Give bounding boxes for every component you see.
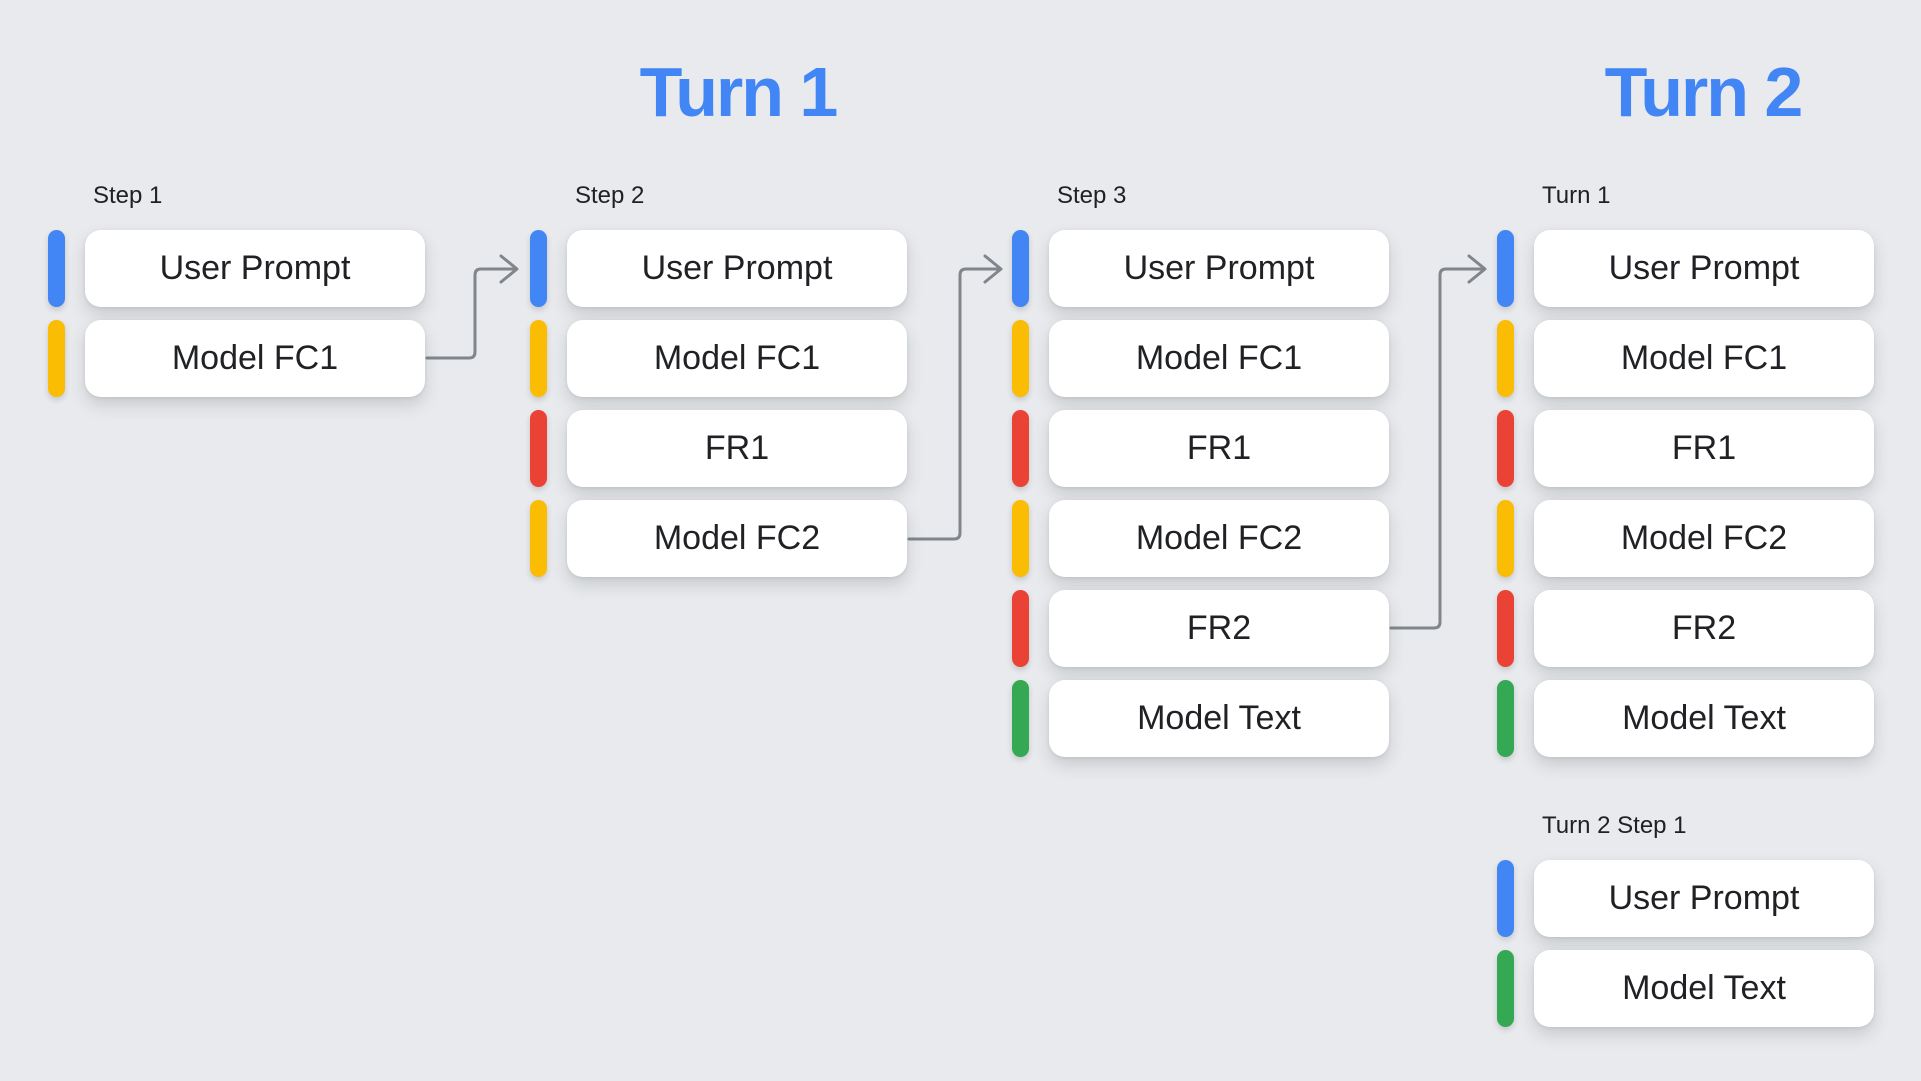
row-fr2: FR2: [1497, 590, 1874, 667]
model-text-color-bar: [1012, 680, 1029, 757]
card-fr2: FR2: [1534, 590, 1874, 667]
user-prompt-color-bar: [48, 230, 65, 307]
row-user-prompt: User Prompt: [48, 230, 425, 307]
column-label: Turn 1: [1542, 182, 1611, 209]
arrow-step1-to-step2: [425, 254, 519, 360]
card-fr2: FR2: [1049, 590, 1389, 667]
column-label: Step 2: [575, 182, 645, 209]
column-step-2: Step 2 User Prompt Model FC1 FR1 Model F…: [530, 182, 907, 590]
card-model-text: Model Text: [1049, 680, 1389, 757]
row-model-text: Model Text: [1497, 950, 1874, 1027]
row-model-fc1: Model FC1: [1497, 320, 1874, 397]
user-prompt-color-bar: [1012, 230, 1029, 307]
column-step-3: Step 3 User Prompt Model FC1 FR1 Model F…: [1012, 182, 1389, 770]
card-model-fc2: Model FC2: [1534, 500, 1874, 577]
row-fr1: FR1: [1497, 410, 1874, 487]
model-text-color-bar: [1497, 680, 1514, 757]
card-fr1: FR1: [1049, 410, 1389, 487]
fr1-color-bar: [1497, 410, 1514, 487]
card-user-prompt: User Prompt: [1534, 230, 1874, 307]
row-model-fc2: Model FC2: [1012, 500, 1389, 577]
model-fc1-color-bar: [48, 320, 65, 397]
row-model-text: Model Text: [1012, 680, 1389, 757]
row-user-prompt: User Prompt: [1012, 230, 1389, 307]
row-model-fc2: Model FC2: [1497, 500, 1874, 577]
turn-2-title: Turn 2: [1604, 53, 1804, 131]
card-model-fc1: Model FC1: [1049, 320, 1389, 397]
card-fr1: FR1: [567, 410, 907, 487]
model-fc1-color-bar: [1012, 320, 1029, 397]
arrow-step3-to-turn1: [1389, 254, 1487, 630]
card-user-prompt: User Prompt: [85, 230, 425, 307]
column-step-1: Step 1 User Prompt Model FC1: [48, 182, 425, 410]
model-fc2-color-bar: [1497, 500, 1514, 577]
card-fr1: FR1: [1534, 410, 1874, 487]
card-model-fc1: Model FC1: [85, 320, 425, 397]
fr2-color-bar: [1012, 590, 1029, 667]
user-prompt-color-bar: [530, 230, 547, 307]
row-model-text: Model Text: [1497, 680, 1874, 757]
card-model-fc2: Model FC2: [567, 500, 907, 577]
card-user-prompt: User Prompt: [1534, 860, 1874, 937]
card-model-fc1: Model FC1: [1534, 320, 1874, 397]
arrow-step2-to-step3: [907, 254, 1003, 541]
model-fc2-color-bar: [1012, 500, 1029, 577]
row-user-prompt: User Prompt: [530, 230, 907, 307]
card-user-prompt: User Prompt: [567, 230, 907, 307]
row-user-prompt: User Prompt: [1497, 230, 1874, 307]
row-user-prompt: User Prompt: [1497, 860, 1874, 937]
row-model-fc1: Model FC1: [1012, 320, 1389, 397]
card-model-fc1: Model FC1: [567, 320, 907, 397]
card-model-text: Model Text: [1534, 680, 1874, 757]
column-label: Turn 2 Step 1: [1542, 812, 1687, 839]
row-model-fc1: Model FC1: [48, 320, 425, 397]
user-prompt-color-bar: [1497, 860, 1514, 937]
model-fc2-color-bar: [530, 500, 547, 577]
model-fc1-color-bar: [530, 320, 547, 397]
card-user-prompt: User Prompt: [1049, 230, 1389, 307]
row-model-fc2: Model FC2: [530, 500, 907, 577]
column-turn-1-history: Turn 1 User Prompt Model FC1 FR1 Model F…: [1497, 182, 1874, 770]
column-label: Step 3: [1057, 182, 1127, 209]
fr1-color-bar: [530, 410, 547, 487]
column-turn-2-step-1: Turn 2 Step 1 User Prompt Model Text: [1497, 812, 1874, 1040]
column-label: Step 1: [93, 182, 163, 209]
fr1-color-bar: [1012, 410, 1029, 487]
card-model-text: Model Text: [1534, 950, 1874, 1027]
model-text-color-bar: [1497, 950, 1514, 1027]
row-fr1: FR1: [1012, 410, 1389, 487]
card-model-fc2: Model FC2: [1049, 500, 1389, 577]
fr2-color-bar: [1497, 590, 1514, 667]
row-fr2: FR2: [1012, 590, 1389, 667]
row-model-fc1: Model FC1: [530, 320, 907, 397]
turn-1-title: Turn 1: [639, 53, 839, 131]
model-fc1-color-bar: [1497, 320, 1514, 397]
user-prompt-color-bar: [1497, 230, 1514, 307]
row-fr1: FR1: [530, 410, 907, 487]
